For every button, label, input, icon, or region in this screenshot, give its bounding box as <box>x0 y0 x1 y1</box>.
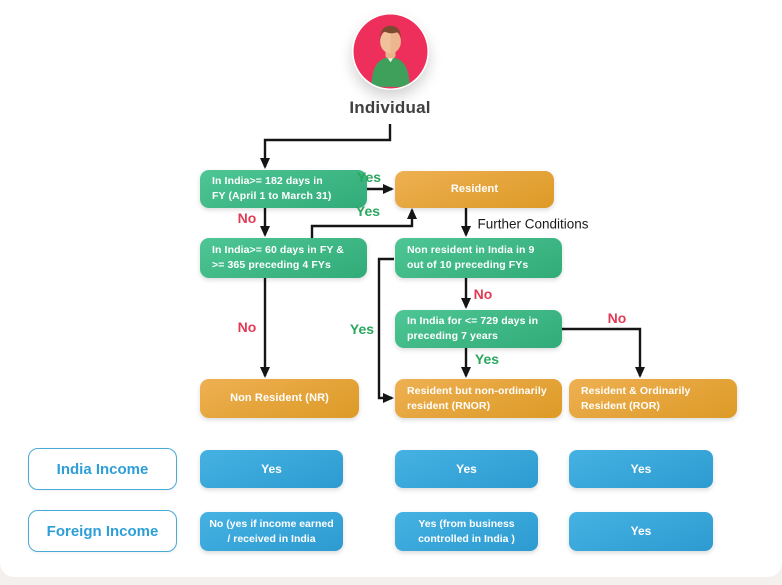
row-header-foreign-income: Foreign Income <box>28 510 177 552</box>
india-income-cell-ror: Yes <box>569 450 713 488</box>
decision-9-of-10-fys: Non resident in India in 9 out of 10 pre… <box>395 238 562 278</box>
decision-729-days: In India for <= 729 days in preceding 7 … <box>395 310 562 348</box>
edge-label-d3-no: No <box>473 286 493 302</box>
outcome-rnor: Resident but non-ordinarily resident (RN… <box>395 379 562 418</box>
row-header-india-income: India Income <box>28 448 177 490</box>
outcome-ror: Resident & Ordinarily Resident (ROR) <box>569 379 737 418</box>
india-income-cell-nr: Yes <box>200 450 343 488</box>
edge-label-d4-yes: Yes <box>474 351 500 367</box>
decision-60-days: In India>= 60 days in FY & >= 365 preced… <box>200 238 367 278</box>
person-icon <box>353 14 428 89</box>
outcome-nr: Non Resident (NR) <box>200 379 359 418</box>
india-income-cell-rnor: Yes <box>395 450 538 488</box>
foreign-income-cell-rnor: Yes (from business controlled in India ) <box>395 512 538 551</box>
edge-label-d2-no: No <box>237 319 257 335</box>
edge-label-d3-yes: Yes <box>349 321 375 337</box>
decision-182-days: In India>= 182 days in FY (April 1 to Ma… <box>200 170 367 208</box>
foreign-income-cell-nr: No (yes if income earned / received in I… <box>200 512 343 551</box>
foreign-income-cell-ror: Yes <box>569 512 713 551</box>
edge-label-d2-yes: Yes <box>355 203 381 219</box>
individual-avatar <box>352 13 429 90</box>
further-conditions-label: Further Conditions <box>477 216 589 232</box>
edge-label-d1-yes: Yes <box>356 169 382 185</box>
edge-label-d1-no: No <box>237 210 257 226</box>
outcome-resident: Resident <box>395 171 554 208</box>
individual-label: Individual <box>349 98 431 117</box>
bottom-strip <box>0 577 782 585</box>
edge-label-d4-no: No <box>607 310 627 326</box>
